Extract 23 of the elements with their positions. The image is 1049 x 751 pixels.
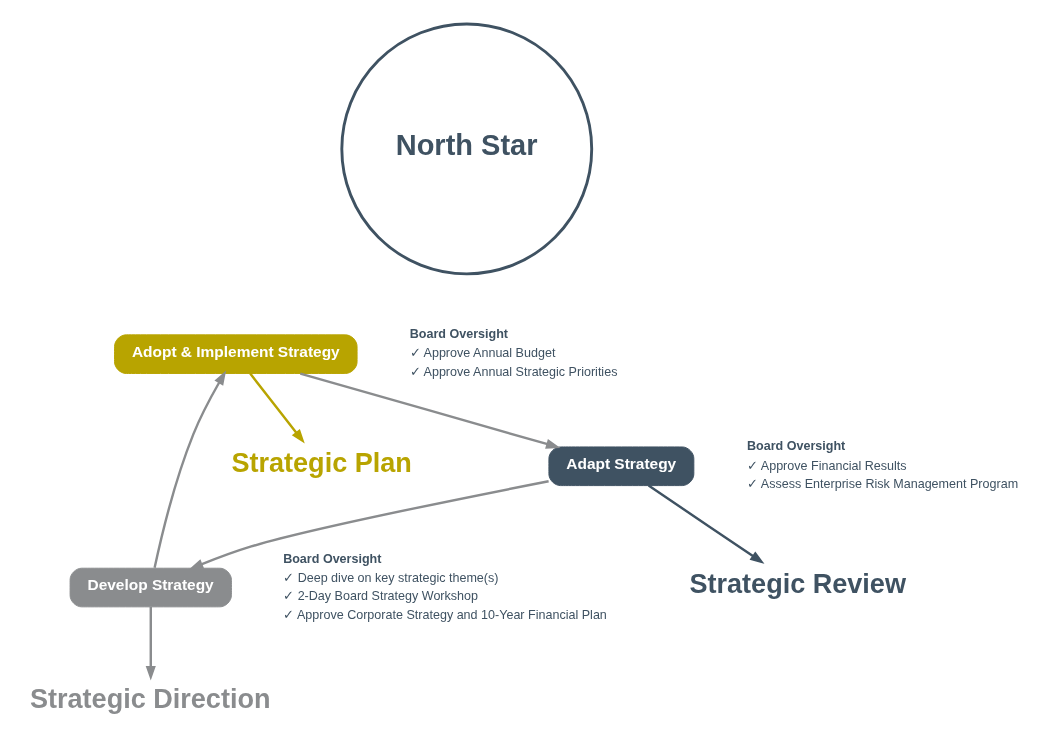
node-label: ✓ Approve Financial Results <box>747 458 907 473</box>
node-label: ✓ Assess Enterprise Risk Management Program <box>747 476 1019 491</box>
node-label: ✓ Approve Annual Strategic Priorities <box>409 364 618 379</box>
node-text: Strategic Direction <box>29 683 271 714</box>
node-circle: North Star <box>340 22 594 275</box>
node-label: ✓ Approve Corporate Strategy and 10-Year Financial Plan <box>283 607 607 622</box>
arrow <box>647 484 765 564</box>
node-text: Strategic Review <box>689 568 906 599</box>
node-box: Develop Strategy <box>69 567 232 607</box>
node-text: Strategic Plan <box>231 447 412 478</box>
arrow <box>153 370 227 568</box>
arrow <box>300 371 561 449</box>
arrow <box>249 372 305 443</box>
node-label: ✓ 2-Day Board Strategy Workshop <box>283 588 479 603</box>
node-label: Board Oversight <box>747 438 846 453</box>
arrow <box>145 606 156 680</box>
node-label: ✓ Approve Annual Budget <box>409 345 556 360</box>
node-label: ✓ Deep dive on key strategic theme(s) <box>283 570 499 585</box>
node-box: Adopt & Implement Strategy <box>114 333 358 374</box>
arrow <box>188 479 549 570</box>
node-label: Board Oversight <box>409 326 509 341</box>
node-box: Adapt Strategy <box>548 445 695 486</box>
node-label: Board Oversight <box>283 551 382 566</box>
